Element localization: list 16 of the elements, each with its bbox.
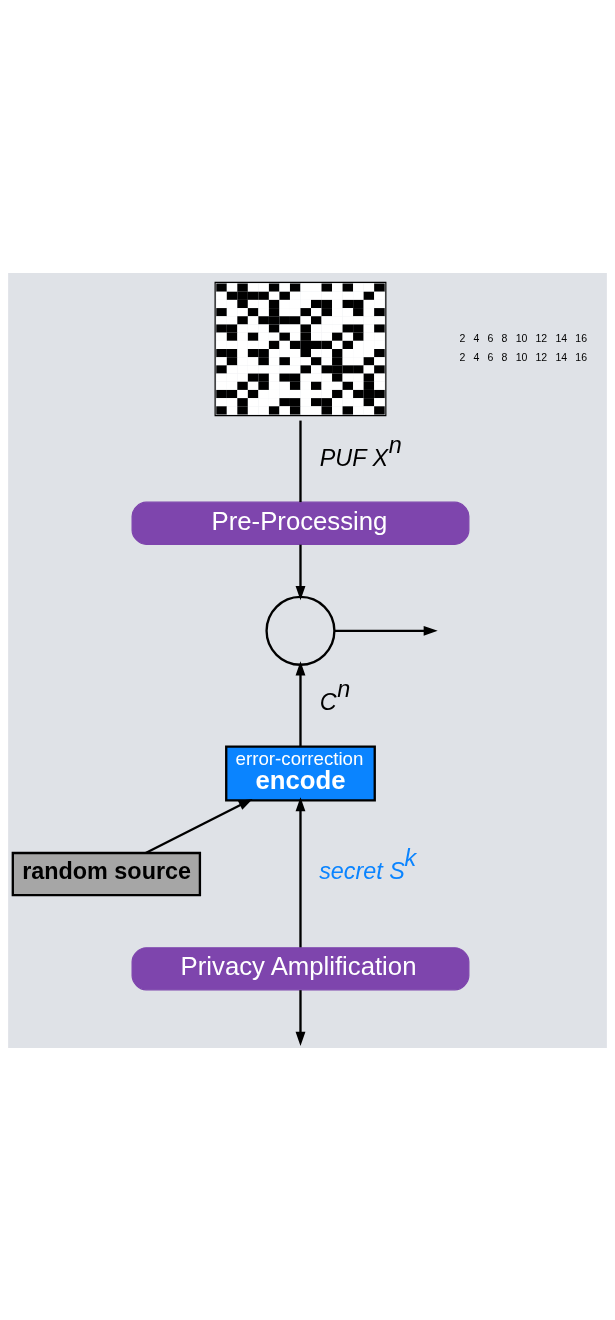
label: 14 xyxy=(555,350,568,363)
label: 10 xyxy=(515,350,528,363)
label: 8 xyxy=(501,350,508,363)
label: 16 xyxy=(575,331,587,344)
label: 6 xyxy=(487,331,494,344)
label: 14 xyxy=(555,331,568,344)
label: 8 xyxy=(501,331,508,344)
label: 16 xyxy=(575,350,587,363)
label: 2 xyxy=(459,350,466,363)
label: 2 xyxy=(459,331,466,344)
label: 10 xyxy=(515,331,528,344)
label: 12 xyxy=(535,331,548,344)
label: 4 xyxy=(473,331,480,344)
label: 12 xyxy=(535,350,548,363)
label: 6 xyxy=(487,350,494,363)
label: 4 xyxy=(473,350,480,363)
